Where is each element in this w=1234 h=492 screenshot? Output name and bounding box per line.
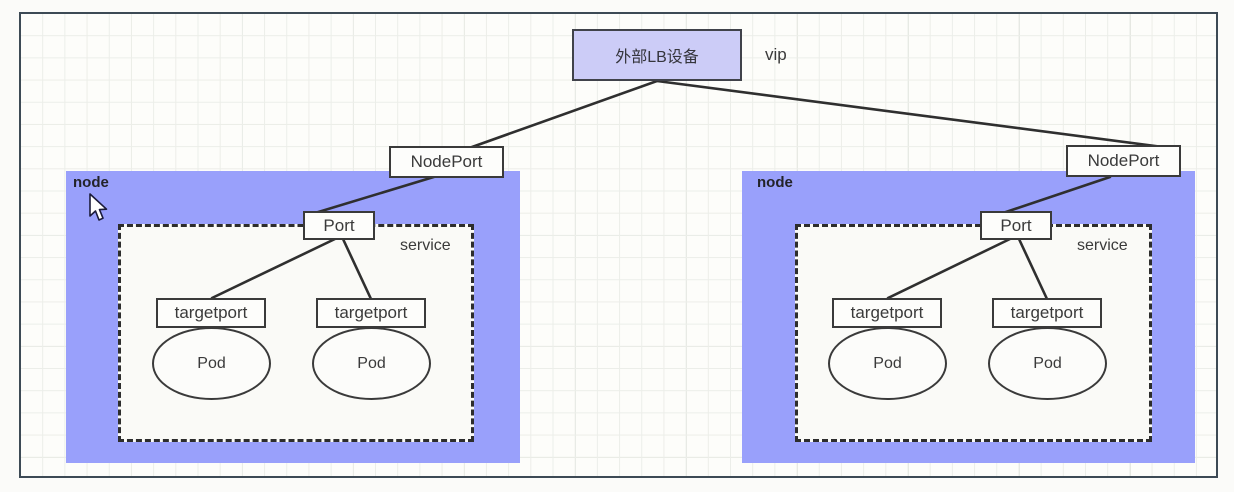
pod-label: Pod: [873, 354, 902, 372]
nodeport-box-right[interactable]: NodePort: [1066, 145, 1181, 177]
nodeport-label: NodePort: [410, 152, 483, 171]
node-label-left: node: [73, 174, 109, 191]
nodeport-label: NodePort: [1087, 151, 1160, 170]
service-label-left: service: [400, 237, 451, 254]
pod-label: Pod: [197, 354, 226, 372]
nodeport-box-left[interactable]: NodePort: [389, 146, 504, 178]
port-box-left[interactable]: Port: [303, 211, 375, 240]
targetport-box-left-1[interactable]: targetport: [156, 298, 266, 328]
port-label: Port: [1000, 215, 1032, 235]
service-container-right[interactable]: [795, 224, 1152, 442]
targetport-label: targetport: [850, 303, 924, 322]
service-label-right: service: [1077, 237, 1128, 254]
pod-left-2[interactable]: Pod: [312, 327, 431, 400]
port-label: Port: [323, 215, 355, 235]
pod-right-2[interactable]: Pod: [988, 327, 1107, 400]
vip-label: vip: [765, 45, 787, 64]
pod-label: Pod: [1033, 354, 1062, 372]
targetport-label: targetport: [174, 303, 248, 322]
targetport-label: targetport: [1010, 303, 1084, 322]
node-label-right: node: [757, 174, 793, 191]
port-box-right[interactable]: Port: [980, 211, 1052, 240]
targetport-box-right-1[interactable]: targetport: [832, 298, 942, 328]
mouse-cursor: [89, 193, 108, 221]
targetport-box-left-2[interactable]: targetport: [316, 298, 426, 328]
targetport-box-right-2[interactable]: targetport: [992, 298, 1102, 328]
pod-left-1[interactable]: Pod: [152, 327, 271, 400]
service-container-left[interactable]: [118, 224, 474, 442]
external-lb-box[interactable]: 外部LB设备: [572, 29, 742, 81]
pod-label: Pod: [357, 354, 386, 372]
external-lb-label: 外部LB设备: [615, 49, 699, 66]
targetport-label: targetport: [334, 303, 408, 322]
pod-right-1[interactable]: Pod: [828, 327, 947, 400]
